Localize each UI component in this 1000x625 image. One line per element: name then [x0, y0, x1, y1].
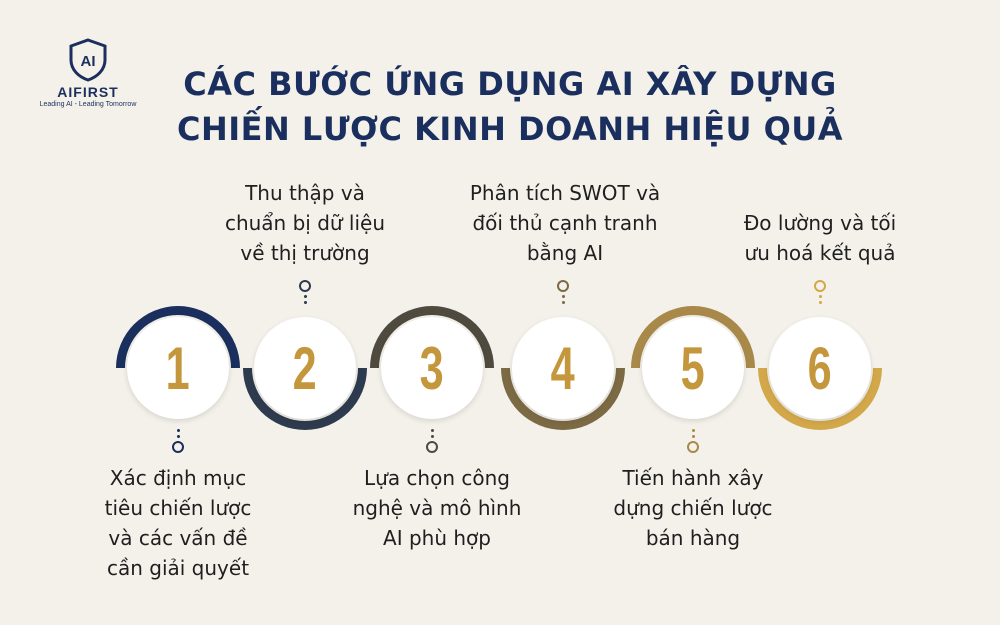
step-label-line: Tiến hành xây [622, 466, 764, 490]
step-label: Phân tích SWOT và đối thủ cạnh tranh bằng … [455, 178, 675, 268]
connector-ring-dot [172, 441, 184, 453]
connector-dot [691, 435, 695, 438]
connector-dot [818, 295, 822, 298]
connector-dot [303, 295, 307, 298]
connector-dot [430, 435, 434, 438]
step-number: 1 [165, 334, 191, 402]
step-label-line: bằng AI [526, 241, 604, 265]
connector-dot [176, 435, 180, 438]
step-circle: 3 [381, 317, 483, 419]
connector-dot [176, 429, 180, 432]
step-label: Đo lường và tối ưu hoá kết quả [710, 208, 930, 268]
step-circle: 1 [127, 317, 229, 419]
step-label-line: dựng chiến lược [613, 496, 773, 520]
connector-dot [561, 301, 565, 304]
step-label-line: Thu thập và [245, 181, 365, 205]
step-label-line: ưu hoá kết quả [744, 241, 896, 265]
step-label: Xác định mục tiêu chiến lược và các vấn đề… [68, 463, 288, 583]
step-number: 6 [807, 334, 833, 402]
step-connector [298, 278, 312, 307]
page-title: CÁC BƯỚC ỨNG DỤNG AI XÂY DỰNG CHIẾN LƯỢC… [150, 62, 870, 152]
step-circle: 5 [642, 317, 744, 419]
step-label-line: bán hàng [645, 526, 741, 550]
logo-tagline: Leading AI - Leading Tomorrow [39, 101, 137, 108]
step-label: Tiến hành xây dựng chiến lược bán hàng [583, 463, 803, 553]
step-label-line: chuẩn bị dữ liệu [224, 211, 386, 235]
connector-dot [561, 295, 565, 298]
step-label-line: Đo lường và tối [743, 211, 897, 235]
step-label-line: Xác định mục [109, 466, 247, 490]
step-label: Thu thập và chuẩn bị dữ liệu về thị trường [195, 178, 415, 268]
connector-ring-dot [557, 280, 569, 292]
step-connector [686, 426, 700, 455]
step-circle: 4 [512, 317, 614, 419]
step-connector [813, 278, 827, 307]
step-label-line: và các vấn đề [108, 526, 248, 550]
step-label-line: nghệ và mô hình [352, 496, 522, 520]
title-line-2: CHIẾN LƯỢC KINH DOANH HIỆU QUẢ [176, 110, 844, 148]
step-connector [425, 426, 439, 455]
logo-name: AIFIRST [57, 84, 119, 100]
step-label-line: Lựa chọn công [364, 466, 510, 490]
step-circle: 6 [769, 317, 871, 419]
brand-logo: AI AIFIRST Leading AI - Leading Tomorrow [28, 38, 148, 108]
title-line-1: CÁC BƯỚC ỨNG DỤNG AI XÂY DỰNG [183, 65, 837, 103]
connector-ring-dot [687, 441, 699, 453]
step-connector [556, 278, 570, 307]
step-connector [171, 426, 185, 455]
logo-mark-text: AI [81, 53, 96, 70]
step-number: 3 [419, 334, 445, 402]
step-circle: 2 [254, 317, 356, 419]
step-label-line: AI phù hợp [383, 526, 491, 550]
step-number: 4 [550, 334, 576, 402]
step-label-line: Phân tích SWOT và [469, 181, 661, 205]
connector-ring-dot [426, 441, 438, 453]
connector-dot [691, 429, 695, 432]
connector-dot [430, 429, 434, 432]
step-number: 2 [292, 334, 318, 402]
step-label-line: về thị trường [240, 241, 370, 265]
step-label-line: đối thủ cạnh tranh [472, 211, 658, 235]
connector-ring-dot [299, 280, 311, 292]
step-number: 5 [680, 334, 706, 402]
connector-ring-dot [814, 280, 826, 292]
connector-dot [818, 301, 822, 304]
step-label-line: tiêu chiến lược [104, 496, 252, 520]
shield-logo-icon: AI [69, 38, 107, 82]
connector-dot [303, 301, 307, 304]
step-label: Lựa chọn công nghệ và mô hình AI phù hợp [327, 463, 547, 553]
step-label-line: cần giải quyết [106, 556, 250, 580]
